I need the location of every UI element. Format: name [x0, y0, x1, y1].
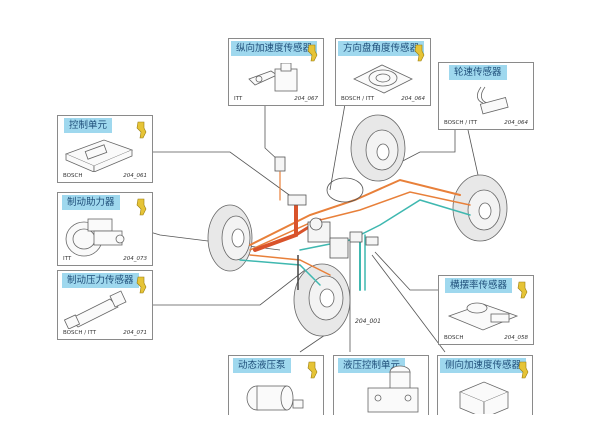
tool-icon: [414, 44, 425, 62]
control-module-unit: [287, 194, 307, 206]
component-label: 制动助力器: [62, 195, 120, 210]
lateral-sensor-unit: [365, 236, 379, 246]
leader-lines: [149, 103, 479, 353]
tool-icon: [136, 198, 147, 216]
component-label: 横摆率传感器: [445, 278, 513, 293]
tool-icon: [136, 121, 147, 139]
longitudinal-sensor-unit: [274, 156, 286, 172]
part-code: 204_067: [294, 96, 318, 102]
component-label: 动态液压泵: [233, 358, 291, 373]
tool-icon: [307, 44, 318, 62]
tool-icon: [136, 276, 147, 294]
component-label: 纵向加速度传感器: [231, 41, 318, 56]
booster-illustration: [65, 218, 125, 257]
manufacturer: BOSCH / ITT: [63, 330, 97, 336]
wire-orange-2: [249, 191, 471, 251]
component-lateral-accel-sensor: 侧向加速度传感器: [437, 355, 533, 415]
diagram-code: 204_001: [355, 318, 381, 325]
manufacturer: ITT: [63, 256, 72, 262]
leader-steering-angle: [329, 103, 346, 191]
component-steering-angle-sensor: 方向盘角度传感器 BOSCH / ITT 204_064: [335, 38, 431, 106]
tool-icon: [517, 281, 528, 299]
manufacturer: BOSCH: [63, 173, 83, 179]
component-longitudinal-accel-sensor: 纵向加速度传感器 ITT 204_067: [228, 38, 324, 106]
yaw-sensor-illustration: [447, 302, 519, 331]
brake-lines: [239, 171, 471, 291]
leader-wheel-speed-2: [467, 129, 479, 176]
component-dynamic-hydraulic-pump: 动态液压泵: [228, 355, 324, 415]
part-code: 204_058: [504, 335, 528, 341]
leader-hydraulic-pump: [299, 334, 326, 353]
ecu-illustration: [64, 139, 134, 172]
tool-icon: [518, 361, 529, 379]
leader-wheel-speed: [394, 130, 456, 166]
tool-icon: [307, 361, 318, 379]
reservoir: [309, 217, 323, 231]
leader-brake-pressure: [150, 269, 306, 306]
steering-wheel: [326, 177, 364, 203]
hydraulic-block: [329, 237, 349, 259]
manufacturer: BOSCH: [444, 335, 464, 341]
component-yaw-rate-sensor: 横摆率传感器 BOSCH 204_058: [438, 275, 534, 345]
part-code: 204_061: [123, 173, 147, 179]
component-brake-booster: 制动助力器 ITT 204_073: [57, 192, 153, 266]
wire-orange-3: [249, 254, 331, 276]
sensor-illustration: [353, 64, 413, 94]
component-label: 液压控制单元: [338, 358, 406, 373]
manufacturer: BOSCH / ITT: [444, 120, 478, 126]
hcu-illustration: [367, 365, 419, 413]
lateral-sensor-illustration: [458, 381, 510, 414]
wheel-rear-left: [350, 114, 406, 182]
wheel-front-right: [293, 263, 351, 337]
leader-longitudinal-accel: [264, 104, 279, 161]
pressure-sensor-illustration: [64, 290, 127, 329]
part-code: 204_064: [401, 96, 425, 102]
component-hydraulic-control-unit: 液压控制单元: [333, 355, 429, 415]
component-brake-pressure-sensor: 制动压力传感器 BOSCH / ITT 204_071: [57, 270, 153, 340]
part-code: 204_073: [123, 256, 147, 262]
manufacturer: BOSCH / ITT: [341, 96, 375, 102]
part-code: 204_071: [123, 330, 147, 336]
component-label: 控制单元: [64, 118, 113, 133]
component-control-unit: 控制单元 BOSCH 204_061: [57, 115, 153, 183]
wheel-front-left: [207, 204, 253, 272]
wire-red-main: [253, 203, 298, 252]
leader-lateral-accel: [371, 254, 446, 353]
component-wheel-speed-sensor: 轮速传感器 BOSCH / ITT 204_064: [438, 62, 534, 130]
component-label: 制动压力传感器: [62, 273, 139, 288]
component-label: 方向盘角度传感器: [338, 41, 425, 56]
central-units: [274, 156, 379, 290]
component-label: 侧向加速度传感器: [440, 358, 527, 373]
wheel-rear-right: [452, 174, 508, 242]
part-code: 204_064: [504, 120, 528, 126]
sensor-illustration: [248, 63, 298, 92]
leader-control-unit: [150, 151, 293, 198]
manufacturer: ITT: [234, 96, 243, 102]
sensor-illustration: [477, 86, 509, 115]
component-label: 轮速传感器: [449, 65, 507, 80]
wire-teal-1: [239, 259, 321, 286]
leader-yaw-rate: [374, 251, 438, 291]
pump-illustration: [246, 385, 304, 411]
yaw-sensor-unit: [349, 231, 363, 243]
